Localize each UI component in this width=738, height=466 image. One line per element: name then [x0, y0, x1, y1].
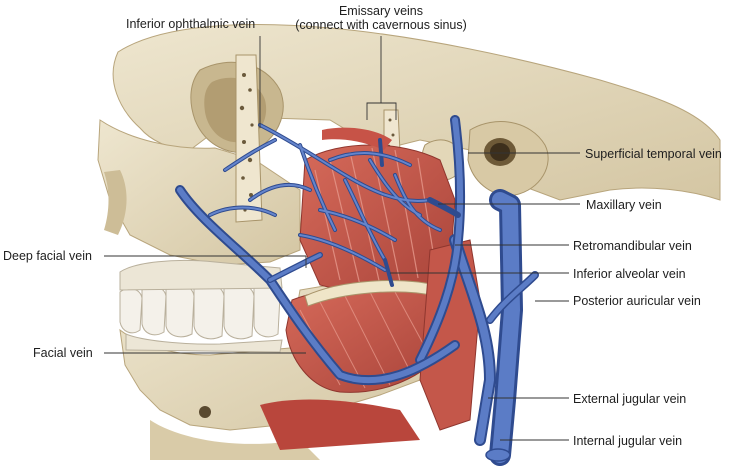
label-maxillary-vein: Maxillary vein — [586, 198, 662, 212]
label-emissary-veins: Emissary veins (connect with cavernous s… — [278, 4, 484, 32]
label-internal-jugular-vein: Internal jugular vein — [573, 434, 683, 448]
veins — [175, 115, 539, 466]
label-facial-vein: Facial vein — [33, 346, 93, 360]
label-retromandibular-vein: Retromandibular vein — [573, 239, 692, 253]
label-emissary-veins-note: (connect with cavernous sinus) — [295, 18, 467, 32]
teeth — [119, 260, 283, 353]
label-posterior-auricular-vein: Posterior auricular vein — [573, 294, 701, 308]
label-inferior-ophthalmic-vein: Inferior ophthalmic vein — [126, 17, 256, 31]
leader-lines — [104, 36, 580, 441]
label-inferior-alveolar-vein: Inferior alveolar vein — [573, 267, 686, 281]
label-superficial-temporal-vein: Superficial temporal vein — [585, 147, 722, 161]
label-emissary-veins-title: Emissary veins — [338, 4, 424, 18]
label-external-jugular-vein: External jugular vein — [573, 392, 687, 406]
label-deep-facial-vein: Deep facial vein — [3, 249, 92, 263]
